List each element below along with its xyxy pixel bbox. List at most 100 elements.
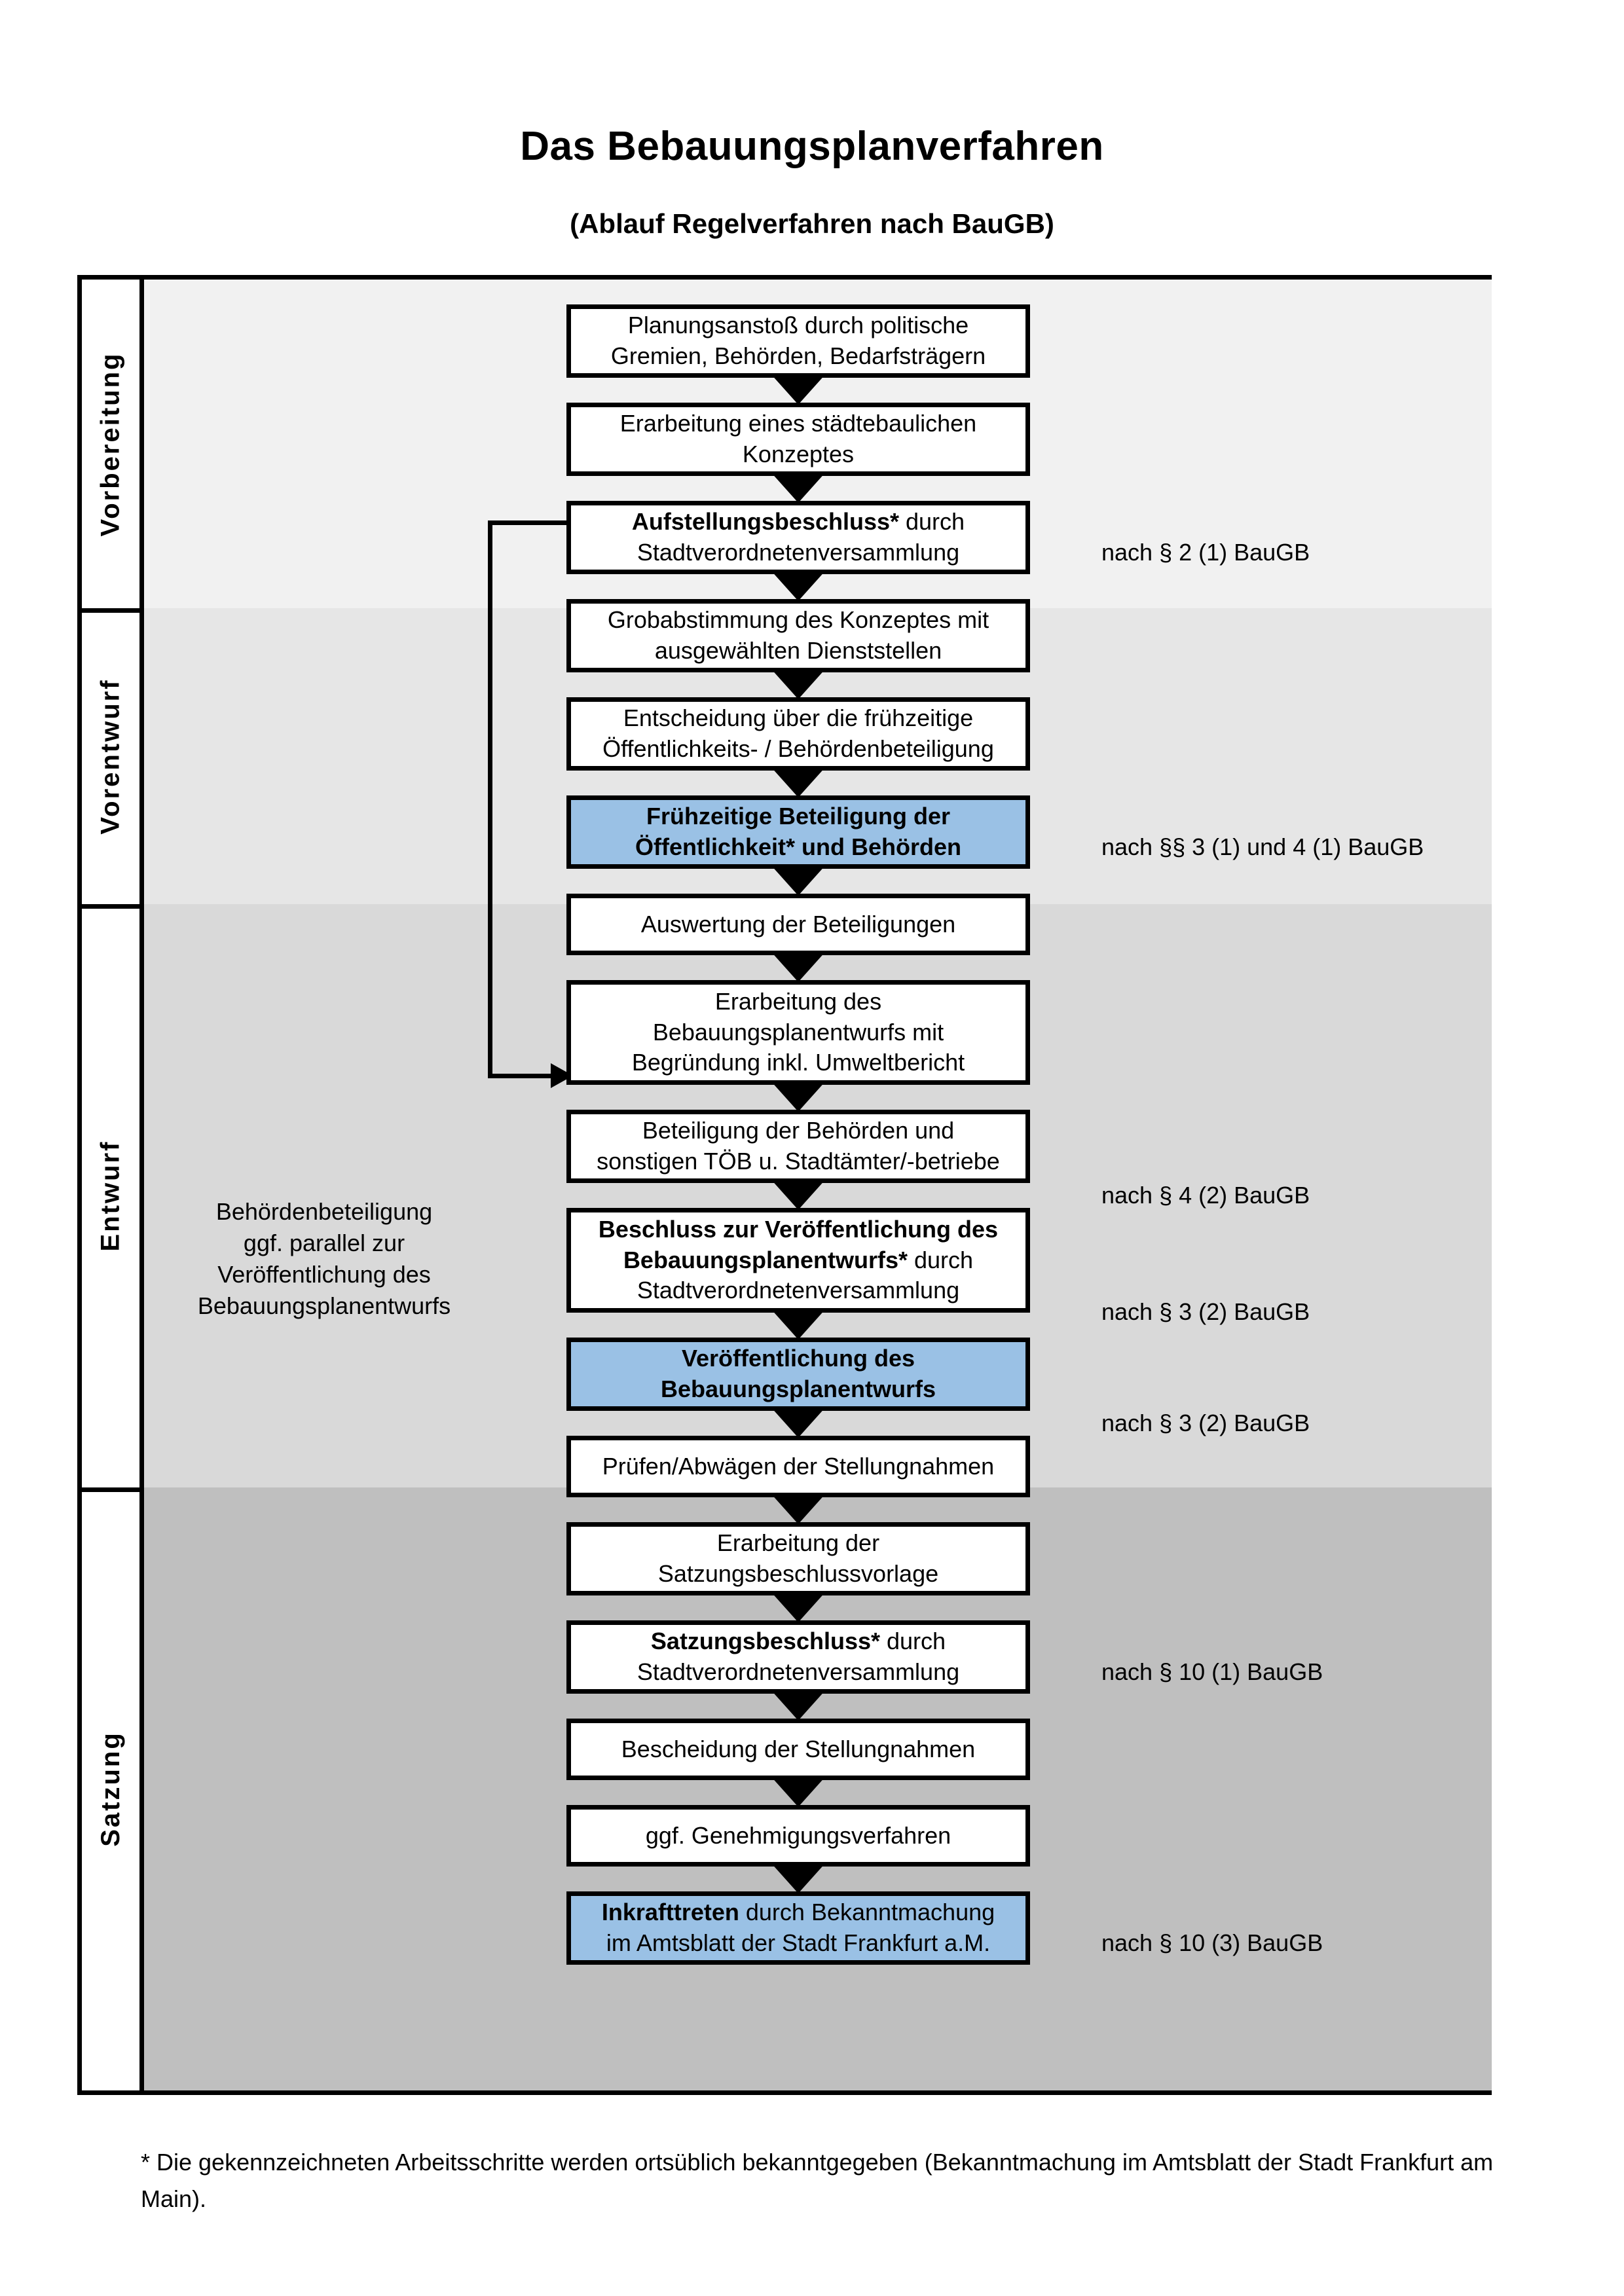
parallel-note-line-1: Behördenbeteiligung: [215, 1198, 433, 1225]
step-text-line-1: Erarbeitung des: [714, 987, 882, 1015]
flow-arrow-8: [770, 1080, 826, 1112]
step-text-line-1: Entscheidung über die frühzeitige: [623, 704, 974, 732]
step-text-line-1: durch: [899, 508, 965, 536]
phase-label-vorentwurf: Vorentwurf: [82, 608, 139, 904]
flow-arrow-10: [770, 1308, 826, 1339]
step-text-line-1-bold: Veröffentlichung des: [681, 1345, 915, 1372]
flow-arrow-13: [770, 1591, 826, 1622]
process-step-erarbeitung-bebauungsplanentwurf[interactable]: Erarbeitung des Bebauungsplanentwurfs mi…: [566, 980, 1030, 1085]
flow-arrow-7: [770, 951, 826, 982]
step-text-line-3: Begründung inkl. Umweltbericht: [631, 1049, 965, 1076]
phase-label-text: Entwurf: [96, 1140, 125, 1252]
process-step-fruehzeitige-beteiligung[interactable]: Frühzeitige Beteiligung der Öffentlichke…: [566, 795, 1030, 869]
flow-arrow-16: [770, 1862, 826, 1893]
process-step-auswertung-beteiligungen[interactable]: Auswertung der Beteiligungen: [566, 894, 1030, 955]
flow-arrow-12: [770, 1493, 826, 1524]
step-text-line-1: Grobabstimmung des Konzeptes mit: [607, 606, 989, 634]
step-text-line-2: Gremien, Behörden, Bedarfsträgern: [610, 342, 986, 369]
step-text-line-1: ggf. Genehmigungsverfahren: [645, 1821, 951, 1849]
process-step-aufstellungsbeschluss[interactable]: Aufstellungsbeschluss* durch Stadtverord…: [566, 501, 1030, 574]
flow-arrow-5: [770, 766, 826, 797]
step-text-line-2: Stadtverordnetenversammlung: [637, 539, 960, 566]
flow-arrow-2: [770, 471, 826, 503]
step-text-line-2: ausgewählten Dienststellen: [654, 637, 942, 664]
law-reference-1: nach § 2 (1) BauGB: [1101, 539, 1310, 566]
step-text-line-1-bold: Frühzeitige Beteiligung der: [646, 803, 951, 830]
loop-connector-vertical: [488, 520, 492, 1078]
step-text-line-3: Stadtverordnetenversammlung: [637, 1277, 960, 1304]
phase-label-satzung: Satzung: [82, 1487, 139, 2090]
step-text-line-1-bold: Beschluss zur Veröffentlichung des: [598, 1215, 999, 1243]
process-step-veroeffentlichung-bebauungsplanentwurf[interactable]: Veröffentlichung des Bebauungsplanentwur…: [566, 1338, 1030, 1411]
phase-label-entwurf: Entwurf: [82, 904, 139, 1487]
step-text-line-2: Öffentlichkeits- / Behördenbeteiligung: [602, 735, 994, 762]
step-text-line-1: Erarbeitung der: [716, 1529, 880, 1557]
phase-label-text: Vorentwurf: [96, 678, 125, 835]
law-reference-4: nach § 3 (2) BauGB: [1101, 1298, 1310, 1325]
process-step-pruefen-abwaegen[interactable]: Prüfen/Abwägen der Stellungnahmen: [566, 1436, 1030, 1497]
parallel-note-line-4: Bebauungsplanentwurfs: [197, 1292, 451, 1319]
flow-arrow-1: [770, 373, 826, 405]
process-step-entscheidung-fruehzeitige-beteiligung[interactable]: Entscheidung über die frühzeitige Öffent…: [566, 697, 1030, 771]
footnote-text: * Die gekennzeichneten Arbeitsschritte w…: [141, 2149, 1494, 2212]
loop-connector-top-stub: [488, 520, 572, 525]
flowchart-frame: Vorbereitung Vorentwurf Entwurf Satzung …: [77, 275, 1492, 2095]
step-text-line-1-bold: Aufstellungsbeschluss*: [631, 508, 900, 536]
process-step-inkrafttreten[interactable]: Inkrafttreten durch Bekanntmachung im Am…: [566, 1891, 1030, 1965]
phase-divider-2: [82, 904, 144, 909]
step-text-line-1-bold: Satzungsbeschluss*: [650, 1628, 881, 1655]
process-step-staedtebauliches-konzept[interactable]: Erarbeitung eines städtebaulichen Konzep…: [566, 403, 1030, 476]
step-text-line-2: Stadtverordnetenversammlung: [637, 1658, 960, 1685]
flow-arrow-3: [770, 570, 826, 601]
law-reference-3: nach § 4 (2) BauGB: [1101, 1182, 1310, 1209]
parallel-process-note: Behördenbeteiligung ggf. parallel zur Ve…: [164, 1196, 485, 1322]
step-text-line-2: Satzungsbeschlussvorlage: [657, 1560, 939, 1587]
law-reference-6: nach § 10 (1) BauGB: [1101, 1658, 1323, 1685]
page-subtitle: (Ablauf Regelverfahren nach BauGB): [570, 208, 1054, 239]
phase-divider-1: [82, 608, 144, 613]
step-text-line-1: durch Bekanntmachung: [739, 1899, 995, 1926]
flow-arrow-11: [770, 1406, 826, 1438]
phase-label-vorbereitung: Vorbereitung: [82, 280, 139, 608]
phase-label-text: Satzung: [96, 1731, 125, 1847]
process-step-satzungsbeschluss[interactable]: Satzungsbeschluss* durch Stadtverordnete…: [566, 1620, 1030, 1694]
step-text-line-1: Beteiligung der Behörden und: [642, 1117, 955, 1144]
process-step-grobabstimmung[interactable]: Grobabstimmung des Konzeptes mit ausgewä…: [566, 599, 1030, 672]
flow-arrow-9: [770, 1178, 826, 1210]
page-title: Das Bebauungsplanverfahren: [520, 124, 1104, 169]
loop-connector-bottom-stub: [488, 1074, 553, 1078]
step-text-line-1: Bescheidung der Stellungnahmen: [621, 1735, 976, 1762]
process-step-beteiligung-behoerden-toeb[interactable]: Beteiligung der Behörden und sonstigen T…: [566, 1110, 1030, 1183]
process-step-genehmigungsverfahren[interactable]: ggf. Genehmigungsverfahren: [566, 1805, 1030, 1867]
step-text-line-1: Planungsanstoß durch politische: [627, 312, 969, 339]
step-text-line-1-bold: Inkrafttreten: [601, 1899, 739, 1926]
flow-arrow-4: [770, 668, 826, 699]
process-step-planungsanstoss[interactable]: Planungsanstoß durch politische Gremien,…: [566, 304, 1030, 378]
parallel-note-line-2: ggf. parallel zur: [243, 1229, 405, 1256]
step-text-line-2-bold: Bebauungsplanentwurfs*: [623, 1246, 908, 1273]
phase-divider-3: [82, 1487, 144, 1492]
process-step-beschluss-veroeffentlichung[interactable]: Beschluss zur Veröffentlichung des Bebau…: [566, 1208, 1030, 1313]
process-step-erarbeitung-satzungsbeschlussvorlage[interactable]: Erarbeitung der Satzungsbeschlussvorlage: [566, 1522, 1030, 1595]
flow-arrow-14: [770, 1689, 826, 1721]
step-text-line-2: sonstigen TÖB u. Stadtämter/-betriebe: [597, 1148, 1000, 1175]
law-reference-2: nach §§ 3 (1) und 4 (1) BauGB: [1101, 833, 1424, 860]
law-reference-5: nach § 3 (2) BauGB: [1101, 1410, 1310, 1436]
process-step-bescheidung-stellungnahmen[interactable]: Bescheidung der Stellungnahmen: [566, 1719, 1030, 1780]
step-text-line-2-bold: Bebauungsplanentwurfs: [660, 1376, 936, 1402]
step-text-line-1: Auswertung der Beteiligungen: [640, 910, 956, 938]
flow-arrow-6: [770, 864, 826, 896]
step-text-line-1: Erarbeitung eines städtebaulichen: [619, 410, 977, 437]
step-text-line-2: durch: [907, 1246, 974, 1273]
parallel-note-line-3: Veröffentlichung des: [217, 1260, 431, 1288]
step-text-line-1: Prüfen/Abwägen der Stellungnahmen: [602, 1452, 995, 1480]
phase-label-text: Vorbereitung: [96, 352, 125, 536]
step-text-line-1: durch: [880, 1628, 946, 1655]
step-text-line-2: Bebauungsplanentwurfs mit: [652, 1018, 944, 1046]
law-reference-7: nach § 10 (3) BauGB: [1101, 1929, 1323, 1956]
step-text-line-2: im Amtsblatt der Stadt Frankfurt a.M.: [606, 1929, 991, 1956]
phase-label-column: Vorbereitung Vorentwurf Entwurf Satzung: [82, 280, 144, 2090]
step-text-line-2-bold: Öffentlichkeit* und Behörden: [635, 833, 962, 860]
step-text-line-2: Konzeptes: [742, 441, 855, 467]
flow-arrow-15: [770, 1776, 826, 1807]
